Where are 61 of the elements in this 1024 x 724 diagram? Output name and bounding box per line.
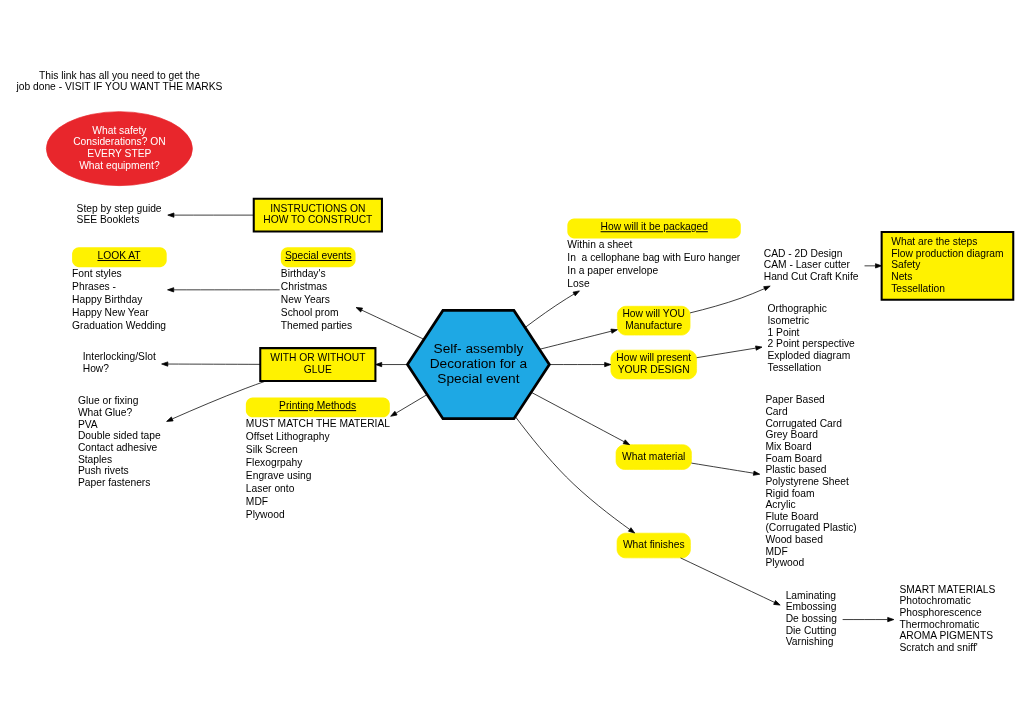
node-text: Paper Based Card Corrugated Card Grey Board Mix Board Foam Board Plastic based Polystyrene Sheet Rigid foam Acrylic Flute Board (Corrugated Plastic) Wood based MDF Plywood [765, 393, 857, 568]
node-label: New Years [280, 293, 330, 305]
arrow [524, 290, 580, 328]
node-text: Interlocking/Slot How? [82, 350, 156, 374]
arrow [166, 380, 267, 422]
node-label: Graduation Wedding [72, 319, 167, 331]
node-label: Silk Screen [245, 443, 298, 455]
arrow [167, 286, 281, 292]
node-label: Within a sheet [567, 238, 633, 250]
label: This link has all you need to get the job done - VISIT IF YOU WANT THE MARKS [16, 69, 223, 92]
arrow [680, 557, 781, 605]
arrow [539, 328, 618, 350]
node-box: INSTRUCTIONS ON HOW TO CONSTRUCT [252, 197, 383, 233]
node-text: SMART MATERIALS Photochromatic Phosphorescence Thermochromatic AROMA PIGMENTS Scratch and sniff' [899, 583, 996, 653]
arrow [161, 361, 261, 367]
arrow [167, 212, 255, 218]
arrow [548, 361, 612, 367]
node-label: Plywood [245, 508, 285, 520]
node-label: Birthday's [280, 267, 326, 279]
node-box: What material [615, 443, 692, 470]
node-box: LOOK AT [72, 246, 167, 267]
node-label: Offset Lithography [245, 430, 330, 442]
node-label: In a cellophane bag with Euro hanger [567, 251, 741, 263]
node-text: Laminating Embossing De bossing Die Cutting Varnishing [785, 589, 838, 647]
arrow [689, 285, 771, 313]
node-label: Engrave using [245, 469, 312, 481]
node-label: MDF [245, 495, 269, 507]
node-label: Christmas [280, 280, 328, 292]
node-box: WITH OR WITHOUT GLUE [259, 346, 377, 382]
arrow [691, 462, 761, 476]
node-box: Printing Methods [245, 396, 390, 417]
node-label: Flexogrpahy [245, 456, 303, 468]
arrow [355, 306, 425, 340]
node-text: CAD - 2D Design CAM - Laser cutter Hand Cut Craft Knife [763, 247, 859, 282]
node-box: How will it be packaged [567, 218, 741, 238]
arrow [515, 415, 636, 533]
node-box: How will present YOUR DESIGN [610, 349, 697, 379]
node-box: How will YOU Manufacture [617, 305, 691, 335]
node-label: Phrases - [72, 280, 117, 292]
arrow [530, 391, 631, 445]
node-box: What finishes [616, 532, 691, 558]
node-label: Laser onto [245, 482, 295, 494]
node-label: Themed parties [280, 319, 353, 331]
node-label: MUST MATCH THE MATERIAL [245, 417, 390, 429]
node-text: Glue or fixing What Glue? PVA Double sided tape Contact adhesive Staples Push rivets Paper fasteners [77, 394, 161, 488]
node-label: Font styles [72, 267, 122, 279]
node-label: Lose [567, 277, 590, 289]
node-box: Special events [280, 246, 356, 267]
node-text: Step by step guide SEE Booklets [76, 202, 162, 225]
node-text: Orthographic Isometric 1 Point 2 Point perspective Exploded diagram Tessellation [767, 302, 855, 373]
node-box: What are the steps Flow production diagram Safety Nets Tessellation [880, 230, 1015, 301]
arrow [390, 393, 428, 417]
node-label: Happy Birthday [72, 293, 143, 305]
node-label: In a paper envelope [567, 264, 659, 276]
arrow [696, 345, 763, 358]
arrow [842, 616, 895, 622]
arrow [375, 361, 408, 367]
node-label: Happy New Year [72, 306, 149, 318]
node-ellipse: What safety Considerations? ON EVERY STEP What equipment? [46, 110, 193, 186]
node-label: School prom [280, 306, 339, 318]
arrow [864, 262, 882, 268]
